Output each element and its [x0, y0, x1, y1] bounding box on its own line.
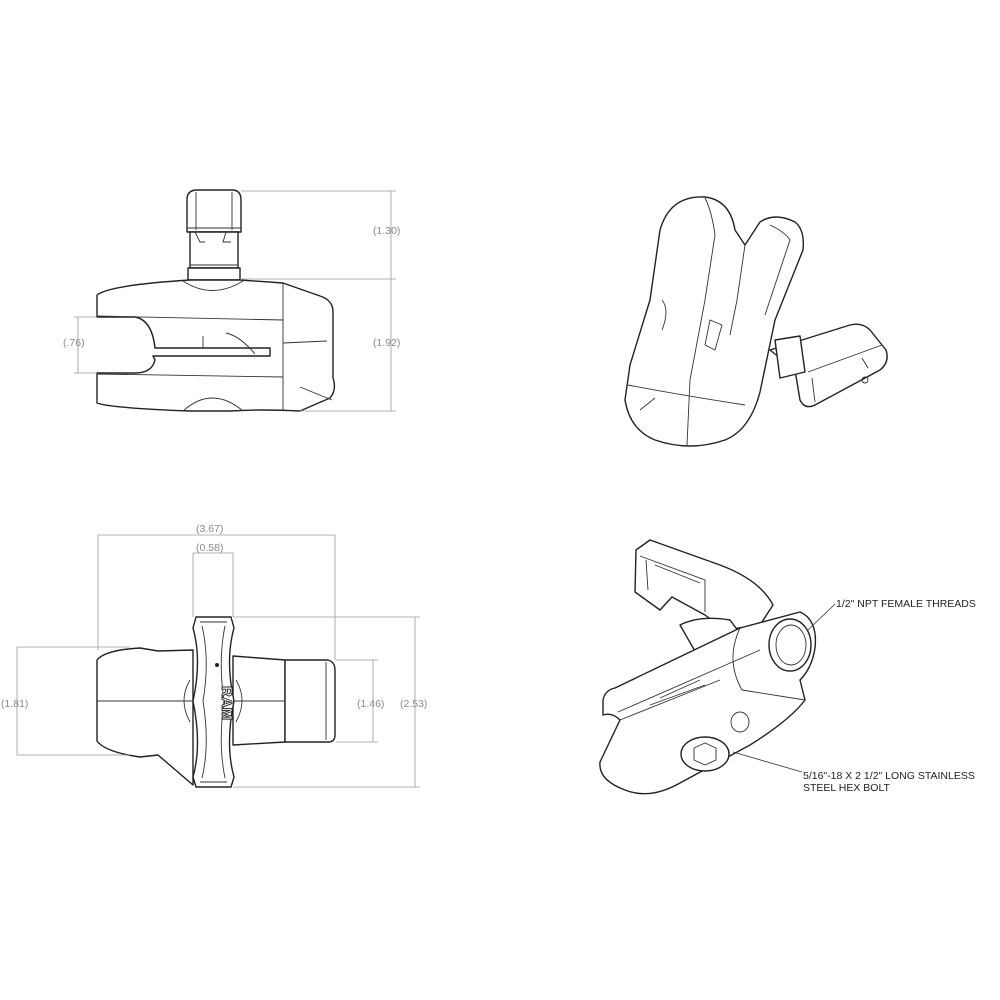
- callout-npt-threads: 1/2" NPT FEMALE THREADS: [836, 598, 976, 610]
- dimension-body-width: (1.81): [1, 698, 28, 710]
- top-dimensions: (3.67) (0.58) (1.81) (1.46) (2.53): [1, 523, 427, 788]
- logo-dot: [215, 663, 219, 667]
- iso-rear-view: [624, 196, 888, 447]
- side-knob: [186, 189, 242, 281]
- top-knob: RAM: [192, 616, 235, 788]
- dimension-knob-width: (0.58): [196, 542, 223, 554]
- callouts: 1/2" NPT FEMALE THREADS 5/16"-18 X 2 1/2…: [732, 598, 976, 794]
- side-dimensions: (1.30) (1.92) (.76): [63, 190, 400, 412]
- side-view: (1.30) (1.92) (.76): [63, 189, 400, 412]
- top-view: RAM (3.67) (0.58) (1.81) (1.46) (2.53): [1, 523, 427, 788]
- ram-logo: RAM: [218, 686, 235, 720]
- dimension-cap-width: (1.46): [357, 698, 384, 710]
- dimension-body-height: (1.92): [373, 337, 400, 349]
- dimension-knob-height: (1.30): [373, 225, 400, 237]
- dimension-socket-opening: (.76): [63, 337, 85, 349]
- dimension-overall-length: (3.67): [196, 523, 223, 535]
- iso-front-view: 1/2" NPT FEMALE THREADS 5/16"-18 X 2 1/2…: [599, 539, 976, 795]
- dimension-knob-length: (2.53): [400, 698, 427, 710]
- callout-hex-bolt-line2: STEEL HEX BOLT: [803, 782, 891, 794]
- callout-hex-bolt-line1: 5/16"-18 X 2 1/2" LONG STAINLESS: [803, 770, 975, 782]
- side-body: [96, 279, 336, 412]
- top-body: [96, 647, 336, 786]
